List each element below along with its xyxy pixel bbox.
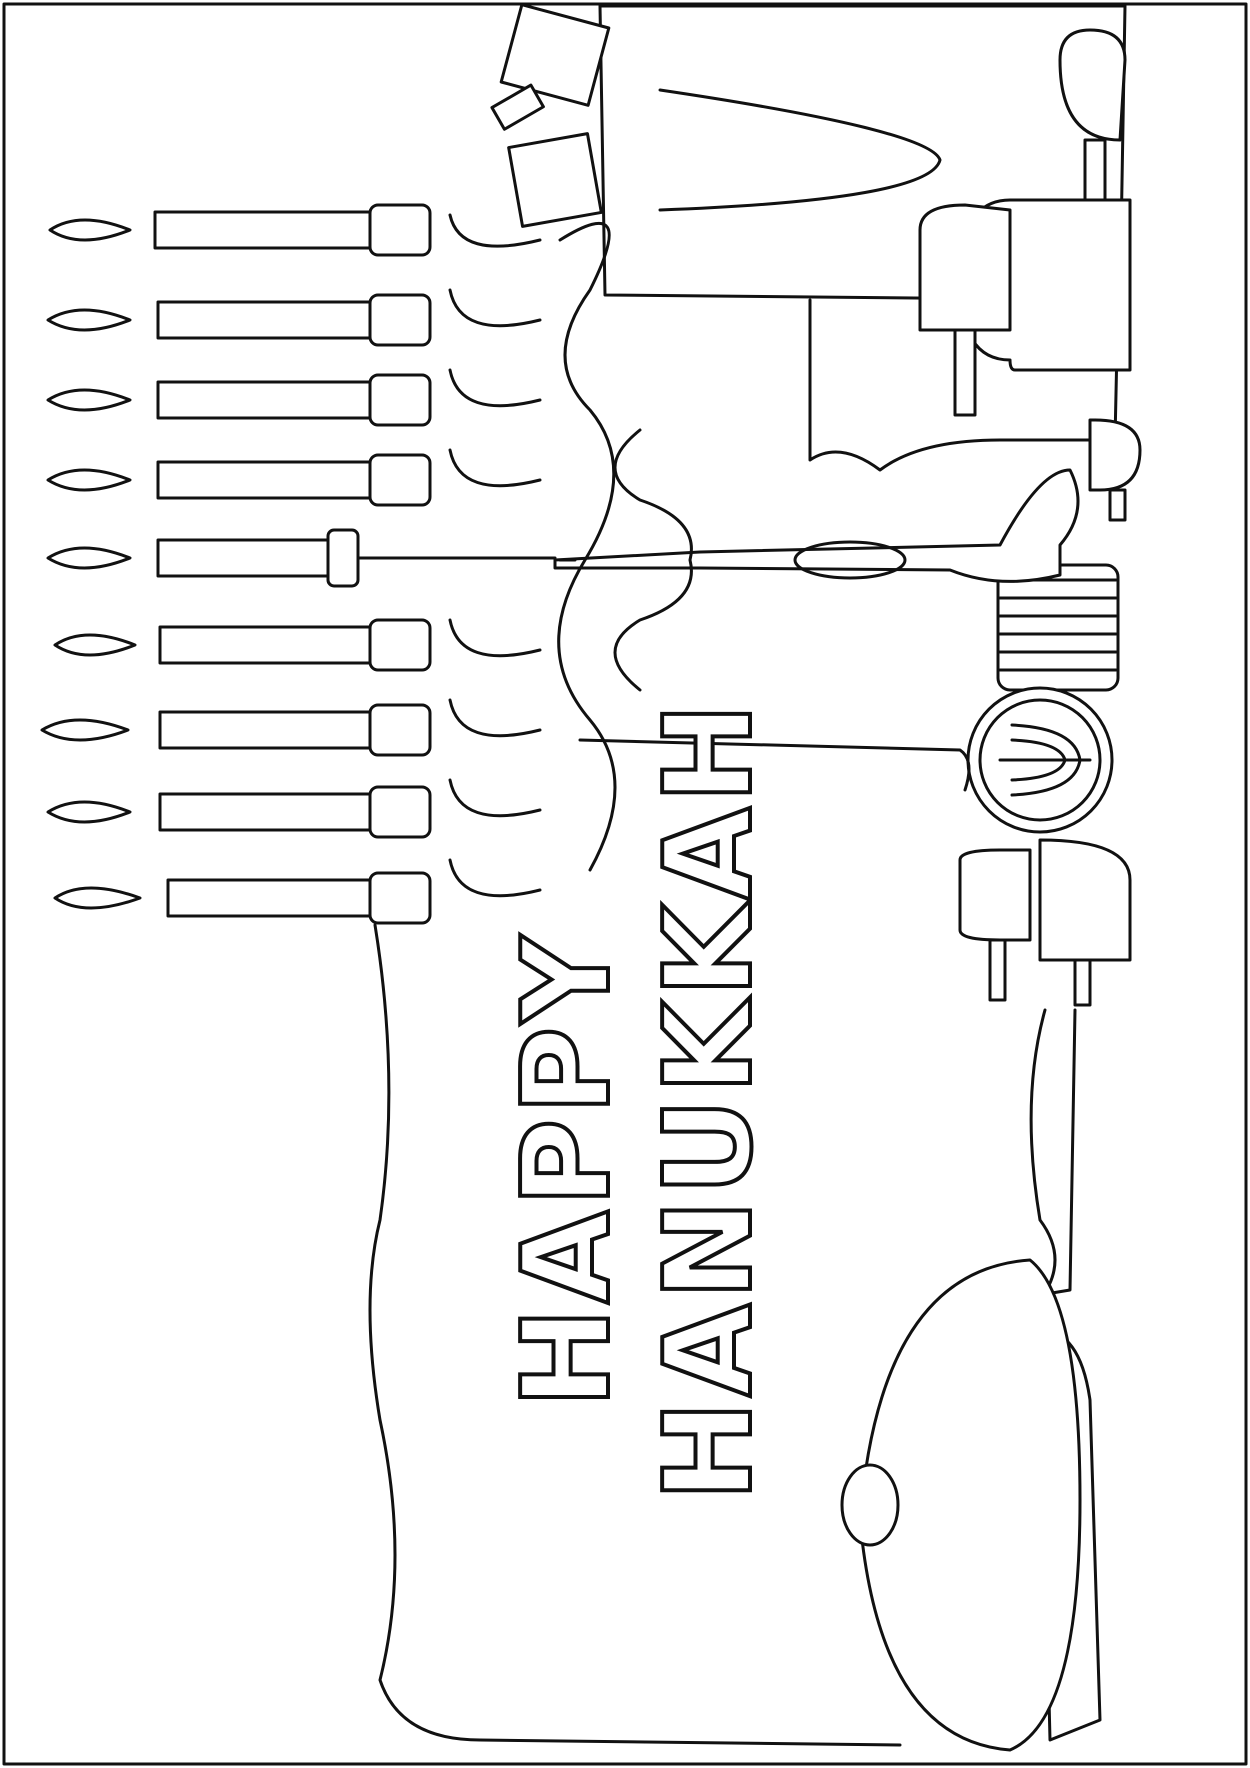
- dreidel-icon: [958, 838, 1132, 1007]
- candle-icon: [40, 703, 432, 757]
- candle-icon: [46, 785, 432, 839]
- coin-icon: [966, 686, 1114, 834]
- greeting-line-2: HANUKKAH: [640, 699, 779, 1501]
- candle-icon: [53, 618, 432, 672]
- candle-icon-shamash: [46, 528, 557, 588]
- dreidel-icon: [918, 28, 1142, 522]
- candles: [40, 203, 557, 925]
- candle-icon: [48, 203, 432, 257]
- menorah-icon: [448, 213, 1080, 898]
- candle-icon: [46, 453, 432, 507]
- candle-icon: [46, 293, 432, 347]
- dreidel-icon: [490, 3, 611, 228]
- greeting-line-1: HAPPY: [498, 932, 637, 1408]
- greeting-text: HAPPY HANUKKAH: [496, 697, 781, 1503]
- coin-stack-icon: [996, 563, 1120, 692]
- candle-icon: [53, 871, 432, 925]
- donut-icon: [840, 1258, 1102, 1752]
- candle-icon: [46, 373, 432, 427]
